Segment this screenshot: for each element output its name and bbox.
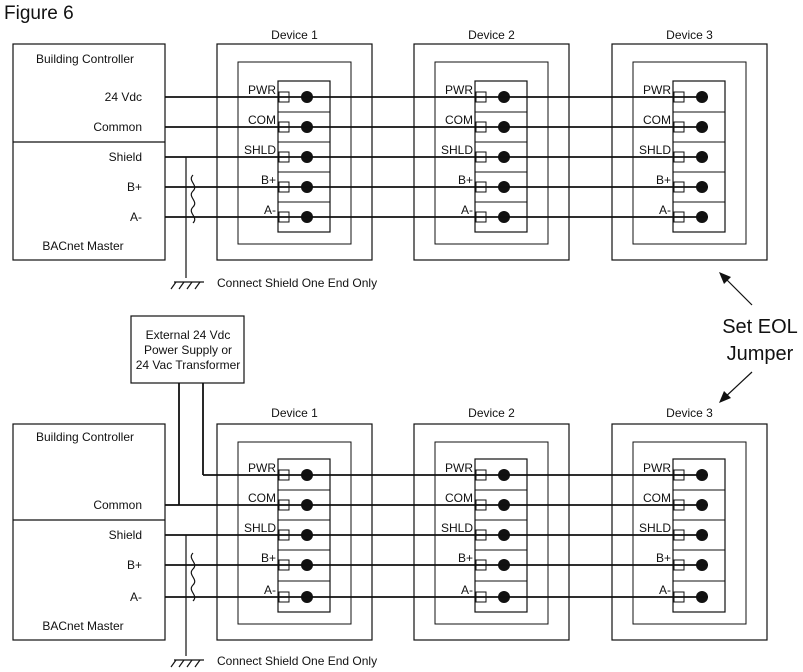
twisted-pair-symbol — [190, 174, 196, 224]
building-controller-box — [12, 423, 166, 641]
device-inner-box — [237, 61, 352, 245]
controller-label-2: Shield — [109, 150, 142, 164]
power-supply-line-1: Power Supply or — [144, 343, 232, 357]
device-label: Device 1 — [271, 406, 318, 420]
power-supply-line-0: External 24 Vdc — [146, 328, 231, 342]
ground-hatch — [194, 659, 201, 668]
ground-hatch — [186, 659, 193, 668]
terminal-label-1: COM — [248, 113, 276, 127]
controller-label-4: A- — [130, 590, 142, 604]
eol-note-line1: Set EOL — [722, 316, 798, 338]
controller-label-3: B+ — [127, 180, 142, 194]
building-controller-box — [12, 43, 166, 261]
eol-note-line2: Jumper — [727, 343, 794, 365]
device-inner-box — [632, 441, 747, 625]
terminal-label-2: SHLD — [244, 521, 276, 535]
ground-note: Connect Shield One End Only — [217, 276, 377, 290]
terminal-label-2: SHLD — [639, 521, 671, 535]
figure-title: Figure 6 — [4, 3, 74, 24]
ground-hatch — [178, 659, 185, 668]
controller-footer: BACnet Master — [42, 619, 123, 633]
terminal-label-3: B+ — [261, 551, 276, 565]
device-outer-box — [611, 423, 768, 641]
ground-note: Connect Shield One End Only — [217, 654, 377, 668]
terminal-label-0: PWR — [445, 461, 473, 475]
device-inner-box — [434, 441, 549, 625]
terminal-label-4: A- — [461, 203, 473, 217]
terminal-label-1: COM — [643, 491, 671, 505]
terminal-label-0: PWR — [643, 83, 671, 97]
ground-hatch — [170, 281, 177, 290]
device-label: Device 3 — [666, 406, 713, 420]
ground-hatch — [186, 281, 193, 290]
controller-label-1: Common — [93, 498, 142, 512]
device-inner-box — [434, 61, 549, 245]
device-1: Device 1 PWR COM SHLD B+ A- — [216, 406, 373, 641]
terminal-label-4: A- — [659, 203, 671, 217]
device-2: Device 2 PWR COM SHLD B+ A- — [413, 28, 570, 261]
controller-label-2: Shield — [109, 528, 142, 542]
terminal-label-0: PWR — [248, 83, 276, 97]
terminal-label-3: B+ — [458, 551, 473, 565]
device-3: Device 3 PWR COM SHLD B+ A- — [611, 406, 768, 641]
controller-label-0: 24 Vdc — [105, 90, 142, 104]
terminal-label-3: B+ — [656, 551, 671, 565]
device-outer-box — [413, 423, 570, 641]
controller-label-4: A- — [130, 210, 142, 224]
terminal-label-1: COM — [445, 113, 473, 127]
device-outer-box — [216, 43, 373, 261]
eol-arrow-down-head — [719, 391, 731, 403]
device-1: Device 1 PWR COM SHLD B+ A- — [216, 28, 373, 261]
device-inner-box — [237, 441, 352, 625]
ground-hatch — [170, 659, 177, 668]
terminal-label-1: COM — [643, 113, 671, 127]
terminal-label-0: PWR — [445, 83, 473, 97]
terminal-label-2: SHLD — [441, 521, 473, 535]
terminal-label-2: SHLD — [244, 143, 276, 157]
device-outer-box — [216, 423, 373, 641]
device-label: Device 2 — [468, 406, 515, 420]
eol-arrow-up-head — [719, 272, 731, 284]
terminal-label-3: B+ — [458, 173, 473, 187]
device-outer-box — [413, 43, 570, 261]
terminal-label-3: B+ — [261, 173, 276, 187]
device-label: Device 2 — [468, 28, 515, 42]
terminal-label-4: A- — [461, 583, 473, 597]
power-supply-box — [130, 315, 245, 384]
device-inner-box — [632, 61, 747, 245]
terminal-label-0: PWR — [643, 461, 671, 475]
power-supply-line-2: 24 Vac Transformer — [136, 358, 240, 372]
ground-hatch — [194, 281, 201, 290]
terminal-label-4: A- — [264, 583, 276, 597]
device-outer-box — [611, 43, 768, 261]
controller-label-1: Common — [93, 120, 142, 134]
controller-label-3: B+ — [127, 558, 142, 572]
eol-annotation: Set EOL Jumper — [719, 272, 798, 403]
device-label: Device 3 — [666, 28, 713, 42]
controller-footer: BACnet Master — [42, 239, 123, 253]
controller-title: Building Controller — [36, 52, 134, 66]
terminal-label-1: COM — [445, 491, 473, 505]
terminal-label-4: A- — [264, 203, 276, 217]
ground-hatch — [178, 281, 185, 290]
device-label: Device 1 — [271, 28, 318, 42]
terminal-label-2: SHLD — [441, 143, 473, 157]
terminal-label-2: SHLD — [639, 143, 671, 157]
terminal-label-1: COM — [248, 491, 276, 505]
terminal-label-0: PWR — [248, 461, 276, 475]
device-2: Device 2 PWR COM SHLD B+ A- — [413, 406, 570, 641]
controller-title: Building Controller — [36, 430, 134, 444]
terminal-label-3: B+ — [656, 173, 671, 187]
terminal-label-4: A- — [659, 583, 671, 597]
device-3: Device 3 PWR COM SHLD B+ A- — [611, 28, 768, 261]
twisted-pair-symbol — [190, 552, 196, 602]
